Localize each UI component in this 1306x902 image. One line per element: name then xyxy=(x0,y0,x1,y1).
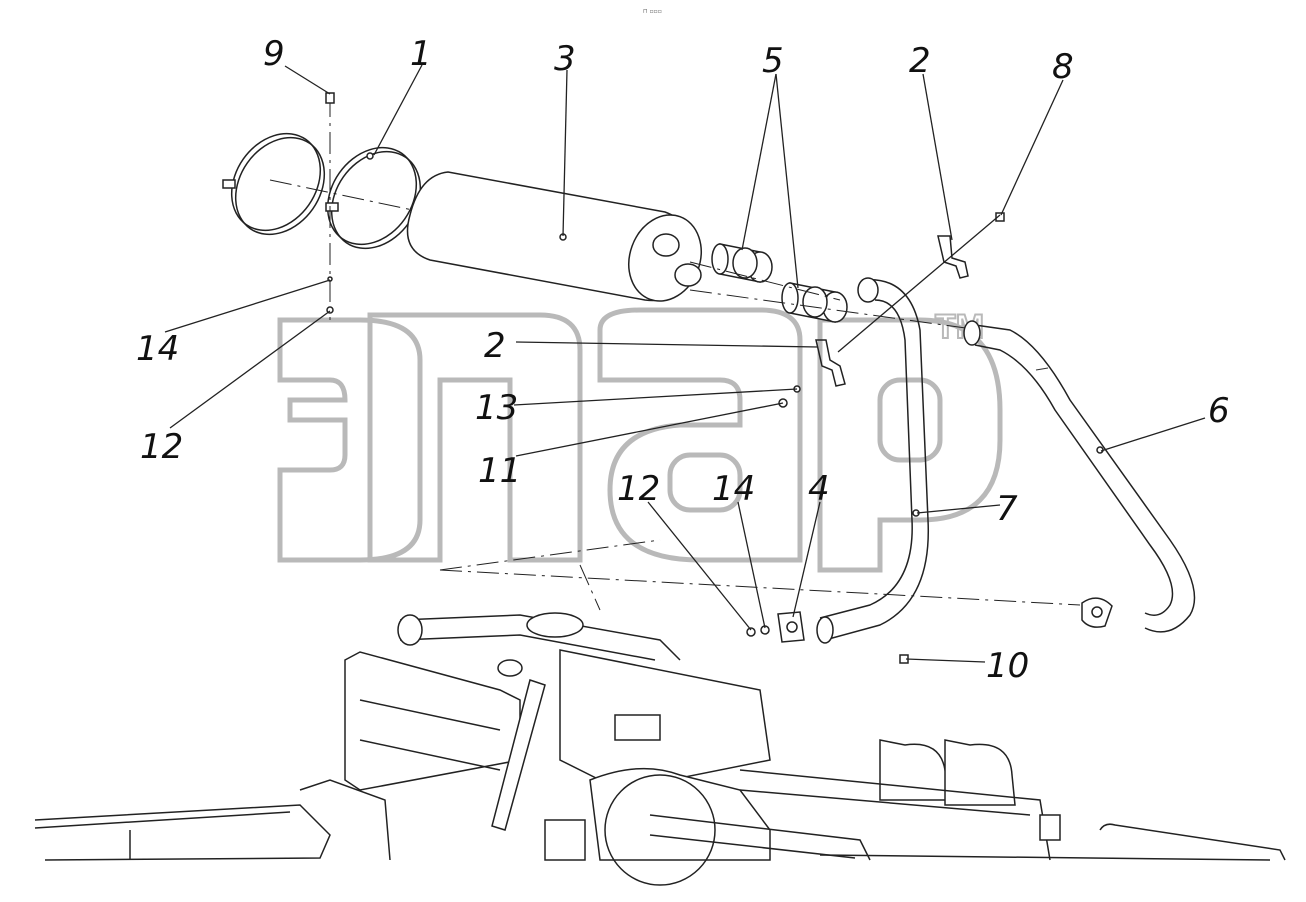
engine-assembly xyxy=(344,612,771,886)
callout-8: 8 xyxy=(1052,47,1074,87)
callout-2-lower: 2 xyxy=(484,326,506,366)
chassis-frame xyxy=(34,739,1286,861)
sleeve-upper xyxy=(711,243,773,283)
axis-upper xyxy=(689,261,841,301)
callout-12-left: 12 xyxy=(140,427,183,467)
callout-14-left: 14 xyxy=(136,329,179,369)
bolt-8 xyxy=(995,212,1005,222)
bracket-upper xyxy=(937,235,969,279)
clamp-band-right xyxy=(325,146,422,250)
nut-12-lower xyxy=(746,627,756,637)
callout-9: 9 xyxy=(263,34,285,74)
axis-vertical-mount xyxy=(579,564,601,611)
muffler xyxy=(269,171,702,302)
callout-5: 5 xyxy=(762,41,784,81)
callouts: 9 1 3 5 2 8 14 2 13 6 12 11 12 14 4 7 10 xyxy=(136,34,1230,686)
header-mark: ⊓ ▫▫▫ xyxy=(643,8,662,15)
axis-lower xyxy=(689,289,981,331)
callout-14-lower: 14 xyxy=(712,469,755,509)
exhaust-pipe-left xyxy=(777,277,930,644)
clamp-bolt-assembly xyxy=(325,92,335,320)
callout-13: 13 xyxy=(475,388,518,428)
watermark-logo: TM xyxy=(277,307,1003,573)
callout-10: 10 xyxy=(986,646,1029,686)
callout-1: 1 xyxy=(410,34,432,74)
leader-lines xyxy=(164,64,1206,663)
axis-bottom-right xyxy=(439,569,1081,606)
clamp-band-left xyxy=(222,132,326,236)
callout-12-lower: 12 xyxy=(617,469,660,509)
callout-7: 7 xyxy=(996,489,1018,529)
sleeve-lower xyxy=(781,282,848,323)
callout-6: 6 xyxy=(1208,391,1230,431)
bracket-lower xyxy=(815,339,846,387)
callout-11: 11 xyxy=(478,451,521,491)
callout-2-upper: 2 xyxy=(909,41,931,81)
callout-4: 4 xyxy=(808,469,830,509)
axis-bottom-left xyxy=(439,539,661,571)
callout-3: 3 xyxy=(554,39,576,79)
exhaust-pipe-right xyxy=(963,320,1196,633)
